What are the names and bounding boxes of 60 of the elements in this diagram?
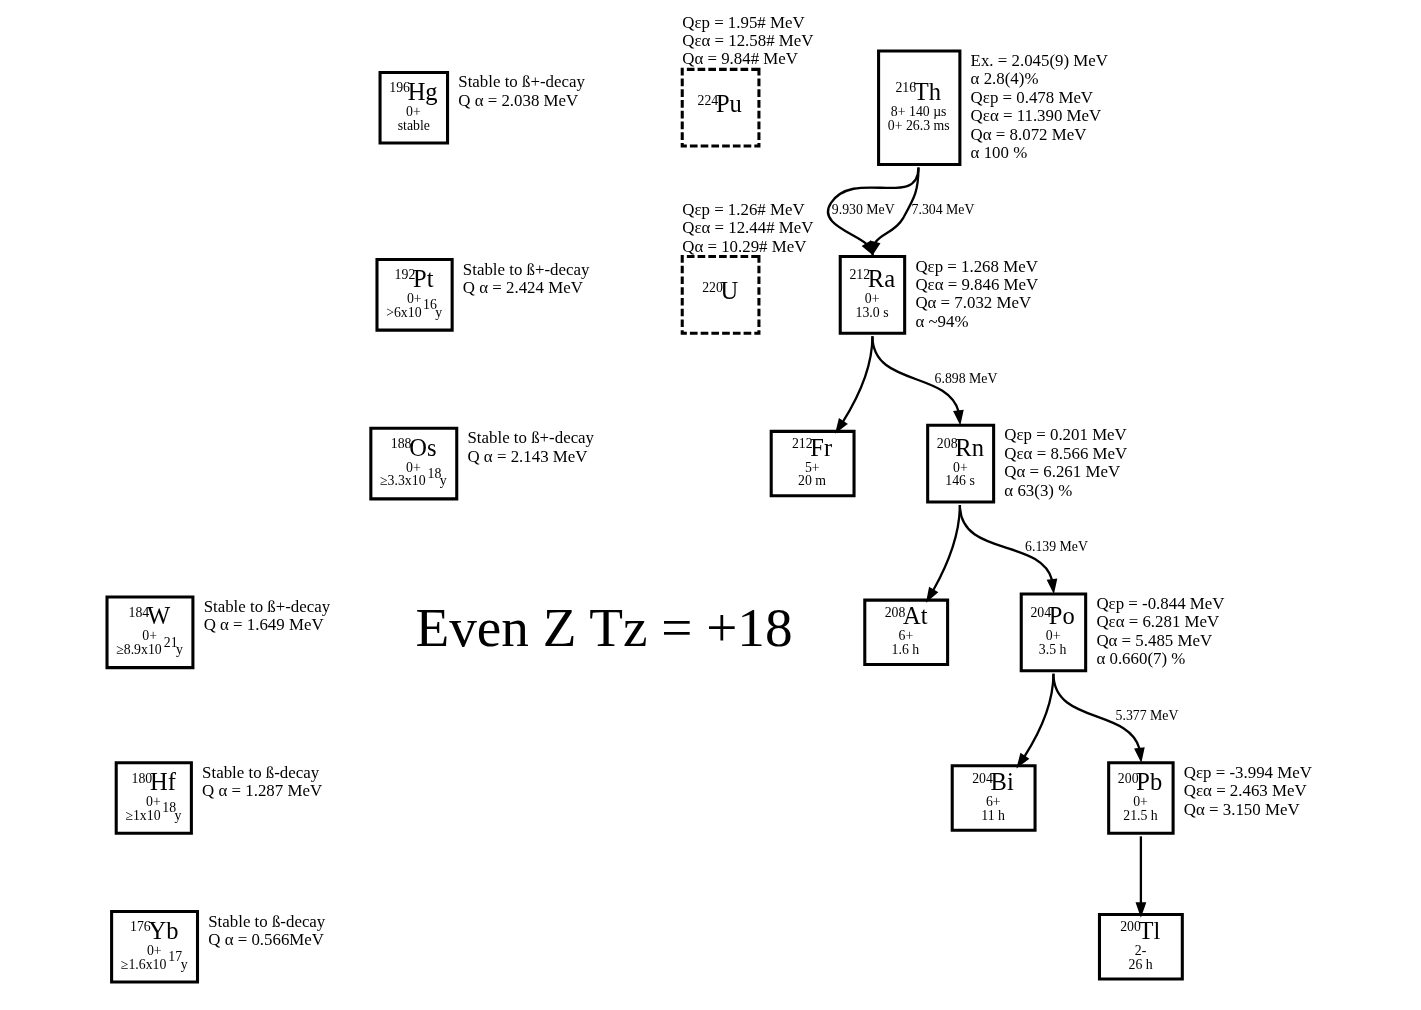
node-box: $^{216}$Th 8+ 140 µs 0+ 26.3 ms [876,49,961,166]
node-label: Stable to ß+-decay [462,259,589,279]
node-box: $^{200}$Pb 0+ 21.5 h [1106,761,1175,835]
edge-label: 6.139 MeV [1024,539,1088,555]
node-box: $^{208}$At 6+ 1.6 h [862,598,949,667]
arrow [869,167,920,257]
node-label: Stable to ß+-decay [466,428,594,448]
arrow [1051,673,1145,764]
node-label: Q α = 2.038 MeV [457,90,578,110]
edge-label: 6.898 MeV [934,370,997,386]
edge-label: 5.377 MeV [1115,708,1178,724]
node-box: $^{196}$Hg 0+ stable [378,70,449,145]
arrow [870,336,964,426]
node-box: $^{204}$Bi 6+ 11 h [950,764,1037,832]
node-label: Q α = 2.143 MeV [466,446,587,466]
node-label: Qα = 10.29# MeV [681,236,806,256]
node-label: Qεp = 0.201 MeV [1003,425,1127,445]
node-label: Qεp = -0.844 MeV [1095,594,1224,613]
node-label: Qεα = 12.44# MeV [681,218,813,238]
node-label: Qα = 8.072 MeV [970,124,1086,144]
node-label: α ~94% [914,311,968,331]
node-label: α 63(3) % [1003,480,1072,500]
node-label: Q α = 1.287 MeV [201,781,322,801]
node-box: $^{204}$Po 0+ 3.5 h [1019,592,1087,673]
node-box: $^{224}$Pu [680,67,760,148]
label: Even Z Tz = +18 [414,596,793,658]
node-label: Qα = 9.84# MeV [681,49,798,69]
node-label: Q α = 1.649 MeV [203,615,324,635]
node-label: Qεα = 12.58# MeV [681,31,813,51]
node-label: Stable to ß-decay [207,911,325,931]
node-label: Qεp = 1.95# MeV [681,12,805,32]
node-label: Qεp = 1.268 MeV [914,256,1038,276]
node-label: Ex. = 2.045(9) MeV [970,50,1108,70]
node-label: Qεα = 8.566 MeV [1003,443,1127,463]
edge-label: 9.930 MeV [831,201,895,217]
node-label: Stable to ß+-decay [203,597,330,617]
edge-label: 7.304 MeV [911,201,974,217]
node-box: $^{220}$U [680,254,760,335]
node-box: $^{208}$Rn 0+ 146 s [925,423,995,504]
arrow [958,504,1057,595]
node-label: Qεα = 11.390 MeV [970,106,1101,126]
node-label: Qεp = 1.26# MeV [681,199,805,219]
node-box: $^{200}$Tl 2- 26 h [1097,913,1184,981]
node-box: $^{212}$Fr 5+ 20 m [769,429,856,498]
node-label: Stable to ß-decay [201,762,319,782]
node-label: Qα = 5.485 MeV [1095,630,1212,650]
node-label: Qεp = -3.994 MeV [1183,762,1312,782]
node-label: Qα = 3.150 MeV [1183,799,1300,819]
node-label: Qεα = 2.463 MeV [1183,781,1307,801]
node-label: Stable to ß+-decay [457,72,585,92]
node-label: α 2.8(4)% [970,69,1038,89]
node-label: Qεα = 6.281 MeV [1095,612,1219,632]
node-label: Qα = 6.261 MeV [1003,462,1120,482]
node-box: $^{212}$Ra 0+ 13.0 s [838,254,906,335]
node-label: α 100 % [970,143,1027,163]
node-label: Qα = 7.032 MeV [914,293,1031,313]
node-label: α 0.660(7) % [1095,649,1185,669]
node-label: Qεp = 0.478 MeV [970,87,1093,107]
arrow [1135,836,1146,918]
node-label: Q α = 2.424 MeV [462,278,583,298]
